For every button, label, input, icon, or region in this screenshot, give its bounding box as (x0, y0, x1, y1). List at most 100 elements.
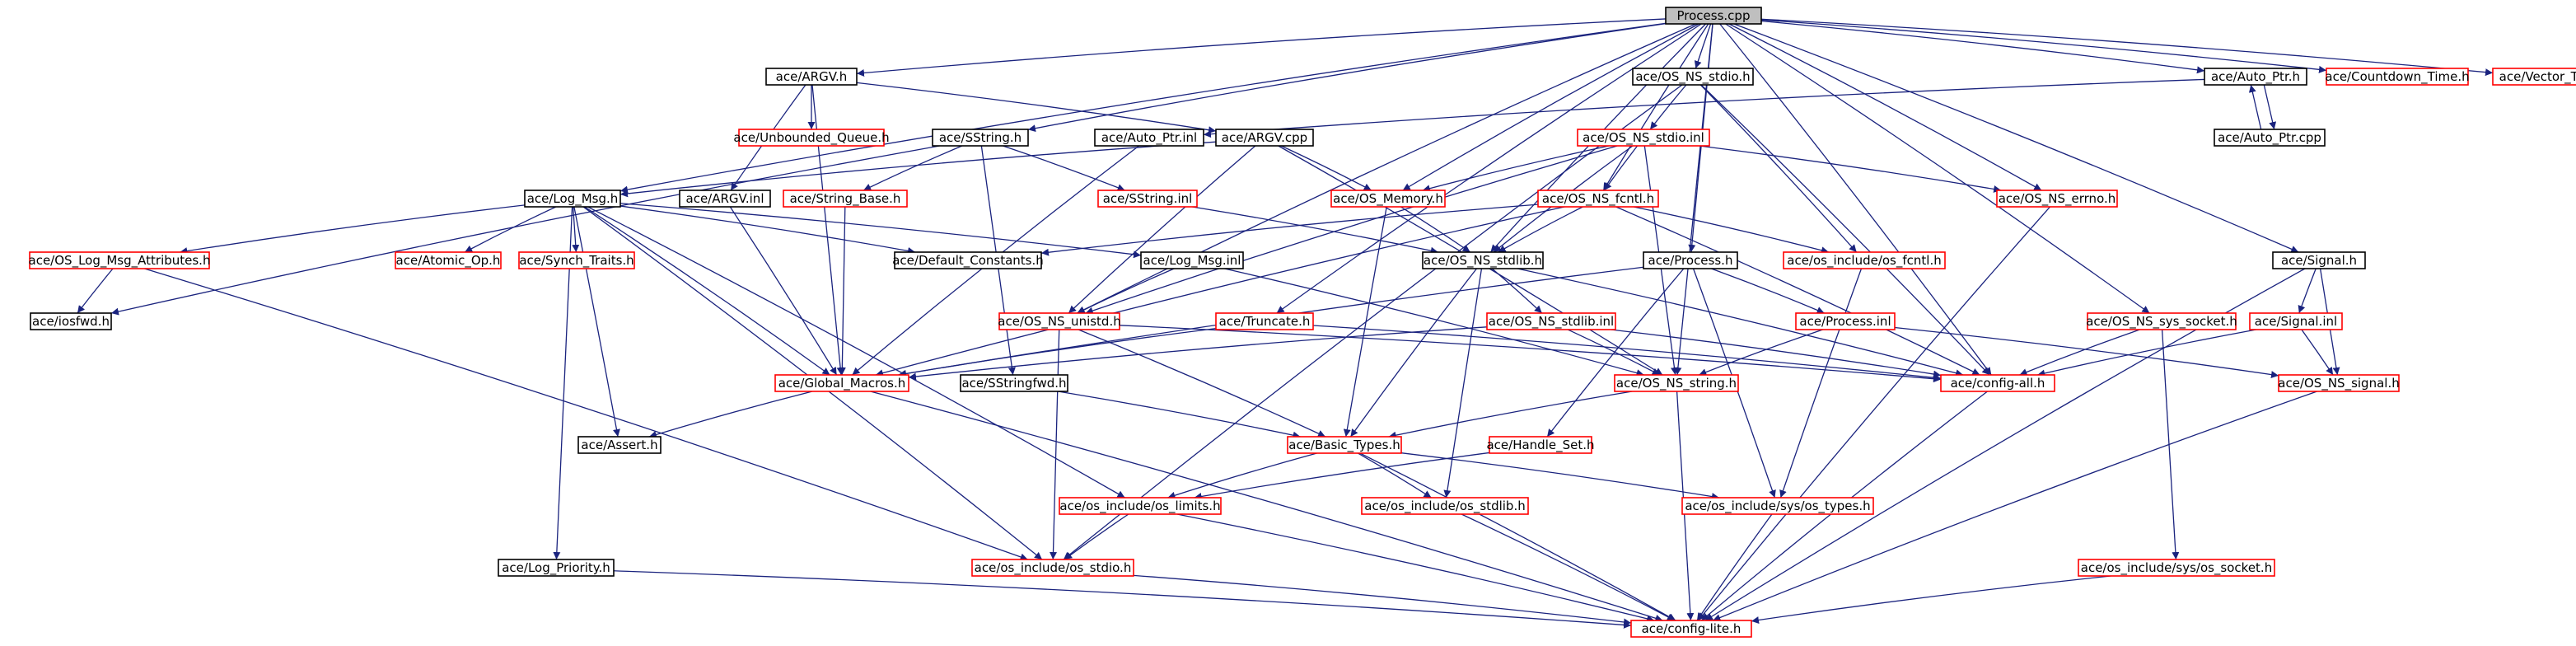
edge-basic-types-h-to-os-include-os-stdlib-h (1358, 452, 1432, 499)
node-os-ns-signal-h[interactable]: ace/OS_NS_signal.h (2278, 374, 2400, 392)
edge-os-log-msg-attributes-h-to-os-include-os-stdio-h (144, 268, 1028, 561)
edge-argv-h-to-argv-cpp (856, 82, 1217, 134)
node-signal-inl[interactable]: ace/Signal.inl (2249, 312, 2343, 330)
node-label: ace/Log_Msg.h (527, 191, 619, 207)
node-argv-h[interactable]: ace/ARGV.h (765, 68, 858, 86)
node-label: ace/Process.h (1648, 253, 1733, 268)
node-label: ace/OS_Log_Msg_Attributes.h (29, 253, 211, 269)
edge-os-ns-stdio-h-to-os-include-os-stdio-h (1063, 84, 1683, 560)
node-box (1489, 436, 1592, 454)
node-os-ns-stdlib-h[interactable]: ace/OS_NS_stdlib.h (1422, 251, 1544, 269)
node-box (1681, 497, 1874, 515)
edge-argv-cpp-to-log-msg-h (619, 141, 1217, 198)
edge-process-cpp-to-auto-ptr-h (1760, 20, 2205, 74)
edge-auto-ptr-h-to-auto-ptr-cpp (2263, 84, 2277, 130)
node-box (1422, 251, 1544, 269)
node-os-log-msg-attributes-h[interactable]: ace/OS_Log_Msg_Attributes.h (29, 251, 211, 269)
node-os-include-os-fcntl-h[interactable]: ace/os_include/os_fcntl.h (1783, 251, 1946, 269)
node-os-ns-unistd-h[interactable]: ace/OS_NS_unistd.h (998, 312, 1121, 330)
edge-process-cpp-to-os-ns-errno-h (1728, 23, 2042, 191)
edge-process-cpp-to-config-all-h (1719, 23, 1992, 376)
edge-process-cpp-to-sstring-h (1027, 23, 1667, 133)
node-os-include-os-limits-h[interactable]: ace/os_include/os_limits.h (1059, 497, 1222, 515)
node-handle-set-h[interactable]: ace/Handle_Set.h (1486, 436, 1595, 454)
node-auto-ptr-inl[interactable]: ace/Auto_Ptr.inl (1094, 129, 1204, 147)
edge-process-cpp-to-os-memory-h (1402, 23, 1699, 191)
node-config-all-h[interactable]: ace/config-all.h (1940, 374, 2055, 392)
node-synch-traits-h[interactable]: ace/Synch_Traits.h (518, 251, 635, 269)
node-os-ns-stdlib-inl[interactable]: ace/OS_NS_stdlib.inl (1486, 312, 1616, 330)
edge-global-macros-h-to-config-lite-h (870, 391, 1663, 622)
edge-os-include-os-limits-h-to-config-lite-h (1176, 513, 1655, 623)
node-process-h[interactable]: ace/Process.h (1643, 251, 1738, 269)
node-unbounded-queue-h[interactable]: ace/Unbounded_Queue.h (733, 129, 890, 147)
node-auto-ptr-cpp[interactable]: ace/Auto_Ptr.cpp (2214, 129, 2326, 147)
edge-os-ns-unistd-h-to-config-all-h (1119, 325, 1942, 383)
node-atomic-op-h[interactable]: ace/Atomic_Op.h (395, 251, 502, 269)
node-label: ace/Signal.inl (2255, 314, 2337, 329)
edge-basic-types-h-to-os-include-os-limits-h (1167, 452, 1317, 499)
edge-os-ns-signal-h-to-config-lite-h (1713, 391, 2317, 621)
node-signal-h[interactable]: ace/Signal.h (2272, 251, 2366, 269)
node-box (1215, 312, 1314, 330)
node-os-include-os-stdio-h[interactable]: ace/os_include/os_stdio.h (971, 559, 1134, 577)
node-countdown-time-h[interactable]: ace/Countdown_Time.h (2325, 68, 2470, 86)
edge-process-cpp-to-os-ns-sys-socket-h (1725, 23, 2150, 314)
node-iosfwd-h[interactable]: ace/iosfwd.h (30, 312, 112, 330)
node-os-ns-stdio-h[interactable]: ace/OS_NS_stdio.h (1632, 68, 1754, 86)
node-global-macros-h[interactable]: ace/Global_Macros.h (774, 374, 909, 392)
edge-os-ns-fcntl-h-to-os-include-os-fcntl-h (1633, 206, 1830, 255)
node-os-include-os-stdlib-h[interactable]: ace/os_include/os_stdlib.h (1361, 497, 1529, 515)
edge-os-ns-stdlib-h-to-os-ns-stdlib-inl (1491, 268, 1543, 314)
node-box (1632, 68, 1754, 86)
node-argv-cpp[interactable]: ace/ARGV.cpp (1215, 129, 1314, 147)
edge-os-ns-stdlib-inl-to-global-macros-h (908, 326, 1488, 381)
node-vector-t-h[interactable]: ace/Vector_T.h (2492, 68, 2576, 86)
node-basic-types-h[interactable]: ace/Basic_Types.h (1287, 436, 1402, 454)
node-process-cpp[interactable]: Process.cpp (1665, 7, 1762, 25)
node-string-base-h[interactable]: ace/String_Base.h (783, 190, 908, 208)
node-assert-h[interactable]: ace/Assert.h (577, 436, 662, 454)
node-os-include-sys-os-socket-h[interactable]: ace/os_include/sys/os_socket.h (2078, 559, 2275, 577)
node-os-include-sys-os-types-h[interactable]: ace/os_include/sys/os_types.h (1681, 497, 1874, 515)
node-label: ace/String_Base.h (790, 191, 901, 207)
node-box (783, 190, 908, 208)
edge-os-ns-stdlib-h-to-basic-types-h (1349, 268, 1478, 438)
edge-process-cpp-to-countdown-time-h (1760, 19, 2327, 73)
node-label: ace/Auto_Ptr.cpp (2218, 130, 2321, 146)
node-os-ns-fcntl-h[interactable]: ace/OS_NS_fcntl.h (1537, 190, 1659, 208)
node-sstring-h[interactable]: ace/SString.h (932, 129, 1029, 147)
node-os-ns-string-h[interactable]: ace/OS_NS_string.h (1614, 374, 1739, 392)
node-default-constants-h[interactable]: ace/Default_Constants.h (892, 251, 1044, 269)
node-auto-ptr-h[interactable]: ace/Auto_Ptr.h (2204, 68, 2307, 86)
node-log-priority-h[interactable]: ace/Log_Priority.h (498, 559, 615, 577)
node-config-lite-h[interactable]: ace/config-lite.h (1630, 620, 1752, 638)
node-label: ace/os_include/os_stdio.h (975, 560, 1132, 576)
node-label: ace/OS_NS_sys_socket.h (2086, 314, 2237, 330)
edge-process-inl-to-os-ns-signal-h (1894, 326, 2279, 379)
node-sstring-inl[interactable]: ace/SString.inl (1097, 190, 1198, 208)
node-os-ns-stdio-inl[interactable]: ace/OS_NS_stdio.inl (1577, 129, 1710, 147)
node-os-ns-sys-socket-h[interactable]: ace/OS_NS_sys_socket.h (2086, 312, 2237, 330)
edge-os-memory-h-to-os-ns-stdlib-h (1400, 206, 1471, 253)
node-log-msg-h[interactable]: ace/Log_Msg.h (524, 190, 621, 208)
node-os-ns-errno-h[interactable]: ace/OS_NS_errno.h (1996, 190, 2118, 208)
edge-process-h-to-handle-set-h (1546, 268, 1685, 438)
edge-os-log-msg-attributes-h-to-iosfwd-h (77, 268, 114, 314)
node-os-memory-h[interactable]: ace/OS_Memory.h (1330, 190, 1446, 208)
edge-signal-h-to-signal-inl (2298, 268, 2317, 314)
node-truncate-h[interactable]: ace/Truncate.h (1215, 312, 1314, 330)
node-log-msg-inl[interactable]: ace/Log_Msg.inl (1140, 251, 1244, 269)
node-argv-inl[interactable]: ace/ARGV.inl (679, 190, 771, 208)
edge-log-priority-h-to-config-lite-h (613, 570, 1632, 629)
node-box (1996, 190, 2118, 208)
node-sstringfwd-h[interactable]: ace/SStringfwd.h (960, 374, 1068, 392)
edge-sstring-inl-to-os-ns-stdlib-h (1192, 206, 1438, 255)
edge-os-ns-fcntl-h-to-os-ns-stdlib-h (1498, 206, 1583, 253)
node-box (1783, 251, 1946, 269)
edge-process-h-to-process-inl (1711, 268, 1825, 314)
node-box (524, 190, 621, 208)
edge-signal-inl-to-config-all-h (2037, 329, 2256, 377)
node-process-inl[interactable]: ace/Process.inl (1795, 312, 1896, 330)
